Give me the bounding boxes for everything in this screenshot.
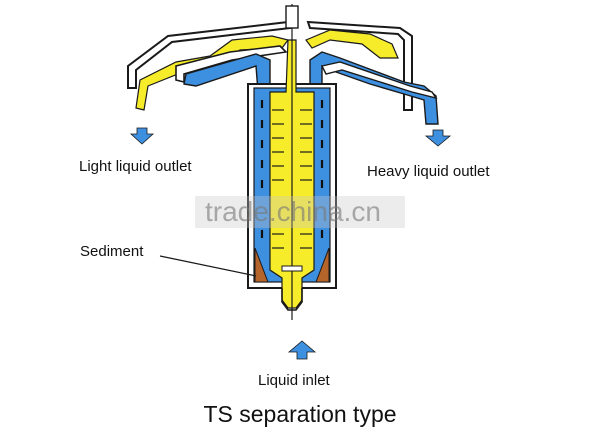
light-liquid-channel-right — [305, 29, 399, 59]
sediment-label: Sediment — [80, 243, 144, 260]
sediment-left — [254, 247, 269, 283]
inlet-arrow-icon — [287, 340, 317, 360]
shaft-top-coupling — [285, 5, 299, 29]
disk-stack-lines — [272, 109, 312, 249]
right-outer-hood — [306, 20, 413, 111]
liquid-inlet-label: Liquid inlet — [258, 372, 330, 389]
light-outlet-arrow-icon — [129, 127, 155, 145]
heavy-outlet-arrow-icon — [424, 129, 452, 147]
light-liquid-outlet-label: Light liquid outlet — [79, 158, 192, 175]
sediment-leader-line — [159, 255, 257, 277]
watermark-band — [195, 196, 405, 228]
heavy-liquid-outlet-label: Heavy liquid outlet — [367, 163, 490, 180]
diagram-title: TS separation type — [203, 401, 397, 427]
right-inner-hood — [320, 61, 438, 100]
sediment-right — [315, 247, 330, 283]
bottom-plate — [281, 265, 303, 272]
watermark: trade.china.cn — [205, 196, 381, 227]
heavy-liquid-dashes — [260, 100, 324, 238]
inlet-neck — [281, 288, 303, 311]
light-liquid-channel-left — [135, 35, 290, 111]
